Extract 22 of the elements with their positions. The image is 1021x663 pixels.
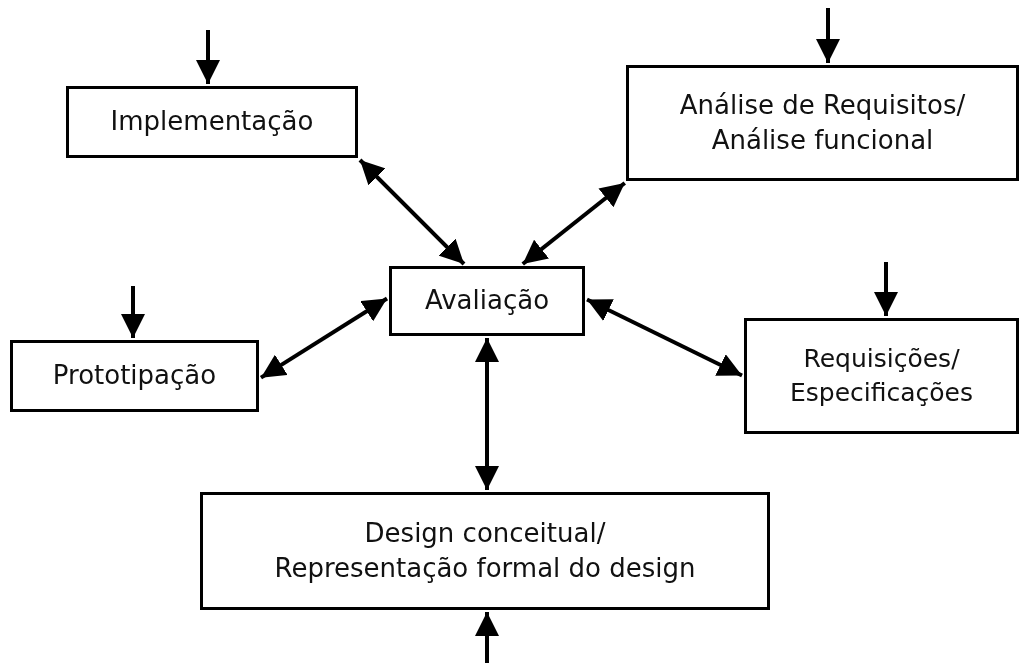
process-box (10, 340, 259, 412)
box-label: Implementação (110, 105, 314, 139)
box-label: Avaliação (424, 284, 550, 318)
box-label: Design conceitual/ Representação formal do design (274, 516, 696, 585)
arrow (521, 181, 626, 266)
arrow (816, 8, 840, 63)
process-box (66, 86, 358, 158)
process-box (200, 492, 770, 610)
arrow (121, 286, 145, 338)
process-box (744, 318, 1019, 434)
arrow (196, 30, 220, 84)
box-label: Análise de Requisitos/ Análise funcional (679, 88, 966, 157)
box-label: Prototipação (52, 359, 217, 393)
box-label: Requisições/ Especificações (790, 343, 973, 409)
arrow (586, 297, 743, 378)
process-box (626, 65, 1019, 181)
arrow (874, 262, 898, 316)
arrow (475, 612, 499, 663)
arrow (358, 158, 466, 266)
process-box (389, 266, 585, 336)
arrow (259, 296, 389, 380)
arrow (475, 338, 499, 490)
